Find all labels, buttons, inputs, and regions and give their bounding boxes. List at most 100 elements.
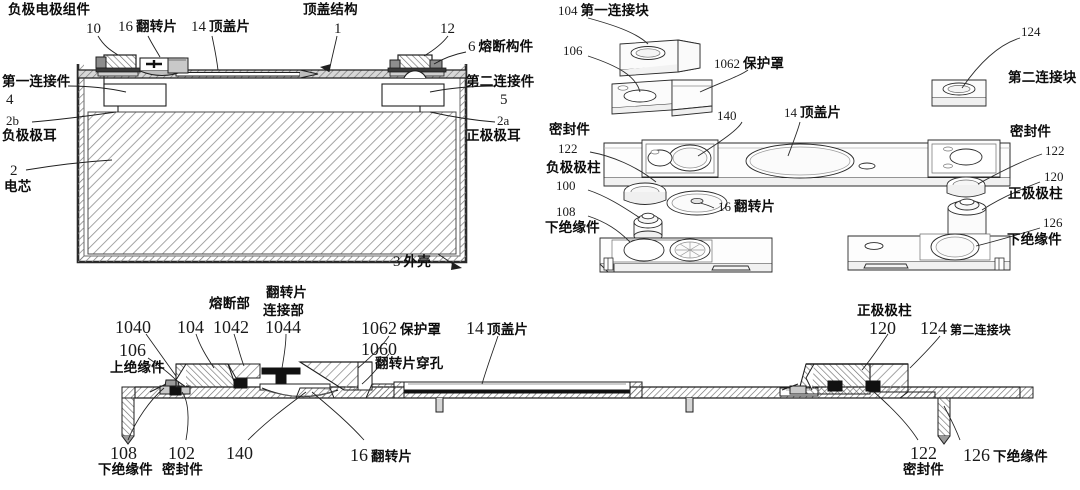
label-f2-negative-post: 负极极柱 [546,160,601,176]
f2-left-lower-insulator [599,237,773,273]
label-f2-1062: 1062 保护罩 [714,57,784,72]
label-f2-14: 14 顶盖片 [784,106,841,121]
label-f2-104-text: 第一连接块 [580,3,649,19]
label-f3-flip-piece-hole: 翻转片穿孔 [375,356,444,372]
label-f3-14-number: 14 [466,318,484,338]
label-f3-seal-left: 密封件 [162,462,204,478]
label-f3-upper-insulator: 上绝缘件 [110,360,165,376]
figure3-cover-cross-section [121,333,1034,445]
label-f1-neg-electrode-assembly: 负极电极组件 [8,2,91,18]
label-f3-1060: 1060 [361,339,397,359]
label-f2-14-number: 14 [784,105,797,120]
label-f3-106: 106 [119,340,146,360]
f2-first-connecting-block [619,39,701,77]
f2-negative-post [633,212,663,242]
label-f2-positive-post: 正极极柱 [1008,186,1063,202]
label-f3-124-number: 124 [920,318,947,338]
label-f3-102: 102 [168,443,195,463]
label-f3-flip-piece-title: 翻转片 [266,285,308,301]
label-f3-1062: 1062 保护罩 [361,319,441,338]
label-f3-14-text: 顶盖片 [487,322,529,338]
label-f2-lower-insulator-right: 下绝缘件 [1007,232,1062,248]
f2-flip-piece-disc [666,190,728,216]
label-f3-16-number: 16 [350,445,368,465]
label-f3-126: 126 下绝缘件 [963,446,1048,465]
label-f3-1062-number: 1062 [361,318,397,338]
label-f3-108: 108 [110,443,137,463]
label-f2-1062-number: 1062 [714,56,740,71]
label-f3-124-text: 第二连接块 [950,323,1012,337]
label-f2-16-text: 翻转片 [734,199,776,215]
label-f2-126: 126 [1043,215,1063,230]
label-f2-106: 106 [563,43,583,58]
label-f1-6: 6 熔断构件 [468,39,534,55]
label-f3-seal-right: 密封件 [903,462,945,478]
label-f3-140: 140 [226,443,253,463]
label-f1-second-connector: 第二连接件 [466,74,535,90]
label-f2-second-connecting-block: 第二连接块 [1008,70,1077,86]
label-f2-104: 104 第一连接块 [558,4,649,19]
f2-protector-cover [611,79,713,117]
f1-positive-terminal [381,54,447,112]
figure2-exploded-view [587,17,1043,273]
f3-right-terminal-assembly [781,363,936,399]
label-f1-3-text: 外壳 [403,254,431,270]
label-f3-120: 120 [869,318,896,338]
label-f2-1062-text: 保护罩 [743,56,785,72]
figure1-battery-cross-section [25,35,497,270]
label-f1-top-cover-structure: 顶盖结构 [303,2,358,18]
label-f2-16-number: 16 [718,199,731,214]
label-f1-14-number: 14 [191,19,206,35]
label-f1-4: 4 [6,92,14,108]
label-f1-2b: 2b [6,113,19,128]
label-f1-cell: 电芯 [4,179,32,195]
label-f1-16: 16 翻转片 [118,19,178,35]
label-f1-16-text: 翻转片 [136,19,178,35]
label-f2-lower-insulator-left: 下绝缘件 [545,220,600,236]
label-f3-124: 124 第二连接块 [920,318,1012,338]
label-f1-16-number: 16 [118,19,133,35]
f2-left-seal-ring [623,182,667,205]
label-f1-negative-tab: 负极极耳 [2,128,57,144]
label-f3-126-text: 下绝缘件 [993,449,1048,465]
label-f3-122: 122 [910,443,937,463]
label-f2-seal-right: 密封件 [1010,124,1052,140]
f1-negative-terminal [95,54,189,112]
label-f3-lower-insulator-left: 下绝缘件 [98,462,153,478]
label-f1-10: 10 [86,21,101,37]
label-f2-16: 16 翻转片 [718,200,775,215]
f2-right-seal-ring [946,176,986,198]
label-f3-1044: 1044 [265,317,301,337]
label-f1-6-text: 熔断构件 [478,39,534,55]
label-f3-positive-post: 正极极柱 [857,303,912,319]
label-f1-6-number: 6 [468,39,476,55]
label-f1-14: 14 顶盖片 [191,19,251,35]
label-f3-1040: 1040 [115,317,151,337]
label-f3-104: 104 [177,317,204,337]
label-f2-122-left: 122 [558,141,578,156]
label-f1-positive-tab: 正极极耳 [466,128,521,144]
label-f3-1062-text: 保护罩 [400,322,442,338]
f2-right-lower-insulator [847,233,1011,271]
label-f1-2: 2 [10,163,18,179]
label-f2-14-text: 顶盖片 [800,105,842,121]
label-f1-1: 1 [334,21,342,37]
label-f1-3-number: 3 [393,254,401,270]
label-f2-108: 108 [556,204,576,219]
label-f3-126-number: 126 [963,445,990,465]
label-f3-fuse-part: 熔断部 [209,296,251,312]
label-f1-first-connector: 第一连接件 [2,74,71,90]
label-f1-14-text: 顶盖片 [209,19,251,35]
label-f3-connecting-part: 连接部 [263,303,305,319]
label-f2-120: 120 [1044,169,1064,184]
label-f2-104-number: 104 [558,3,578,18]
label-f3-16-text: 翻转片 [371,449,413,465]
label-f1-3: 3 外壳 [393,254,431,270]
label-f3-1042: 1042 [213,317,249,337]
label-f1-12: 12 [440,21,455,37]
f2-cover-plate [603,139,1011,187]
label-f2-122-right: 122 [1045,143,1065,158]
label-f2-100: 100 [556,178,576,193]
